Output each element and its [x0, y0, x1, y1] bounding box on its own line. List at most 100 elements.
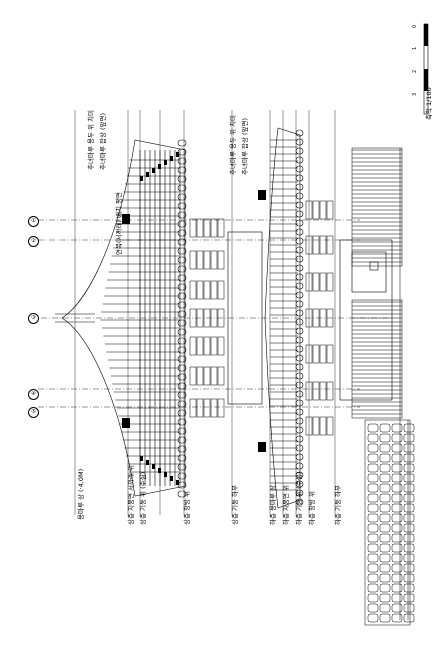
upper-bracket-1: [196, 250, 204, 270]
upper-japsang-right: [152, 464, 155, 469]
stone-block: [403, 583, 415, 593]
upper-eave-rafter: [177, 373, 187, 381]
upper-japsang-left: [146, 172, 149, 177]
upper-eave-rafter: [177, 202, 187, 210]
lower-bracket-1: [312, 235, 320, 255]
stone-block: [403, 563, 415, 573]
ridge-ornaments: [122, 152, 266, 485]
upper-bracket-5: [217, 366, 225, 386]
lower-eave-rafter: [295, 399, 304, 407]
stone-block: [391, 563, 403, 573]
column-grid-lines: [30, 219, 390, 408]
upper-bracket-2: [210, 280, 218, 300]
upper-bracket-5: [189, 366, 197, 386]
lower-eave-rafter: [295, 300, 304, 308]
lower-eave-rafter: [295, 174, 304, 182]
lower-eave-rafter: [295, 408, 304, 416]
grid-bubble-3: ③: [28, 313, 39, 324]
upper-japsang-right: [170, 476, 173, 481]
stone-block: [391, 533, 403, 543]
upper-eave-rafter: [177, 265, 187, 273]
lower-eave-rafter: [295, 156, 304, 164]
upper-japsang-right: [146, 460, 149, 465]
lower-eave-rafter: [295, 192, 304, 200]
stone-wall: [364, 419, 411, 626]
stone-block: [367, 543, 379, 553]
upper-bracket-4: [210, 336, 218, 356]
upper-eave-rafter: [177, 229, 187, 237]
lower-eave-rafter: [295, 489, 304, 497]
upper-eave-rafter: [177, 193, 187, 201]
upper-eave-rafter: [177, 490, 187, 498]
stone-block: [391, 503, 403, 513]
upper-eave-rafter: [177, 175, 187, 183]
lower-eave-rafter: [295, 282, 304, 290]
stone-block: [379, 453, 391, 463]
stone-block: [367, 453, 379, 463]
stone-block: [391, 483, 403, 493]
annotation-rafter-plan: 연목(서까래) 배치 평면: [115, 191, 123, 255]
upper-eave-rafter: [177, 454, 187, 462]
lower-eave-rafter: [295, 327, 304, 335]
upper-bracket-4: [217, 336, 225, 356]
lower-bracket-0: [319, 200, 327, 220]
stone-block: [403, 473, 415, 483]
scale-mark-2: 2: [412, 69, 418, 73]
lower-eave-rafter: [295, 336, 304, 344]
stone-base: [351, 147, 415, 626]
lower-bracket-6: [305, 416, 313, 436]
stone-block: [367, 553, 379, 563]
stone-block: [403, 533, 415, 543]
stone-block: [403, 443, 415, 453]
stone-block: [379, 533, 391, 543]
lower-bracket-4: [305, 344, 313, 364]
lower-eave-rafter: [295, 480, 304, 488]
scale-bar: [418, 20, 434, 120]
upper-eave-rafter: [177, 445, 187, 453]
stone-block: [403, 513, 415, 523]
lower-bracket-1: [319, 235, 327, 255]
upper-eave-rafter: [177, 337, 187, 345]
stone-block: [367, 513, 379, 523]
ridge-ornament-0: [122, 214, 130, 224]
stone-block: [379, 423, 391, 433]
lower-bracket-0: [326, 200, 334, 220]
upper-bracket-6: [217, 398, 225, 418]
upper-bracket-1: [217, 250, 225, 270]
upper-eave-rafter: [177, 418, 187, 426]
stone-block: [391, 453, 403, 463]
upper-bracket-6: [203, 398, 211, 418]
upper-bracket-2: [217, 280, 225, 300]
upper-bracket-5: [203, 366, 211, 386]
lower-eave-rafter: [295, 498, 304, 506]
upper-japsang-right: [164, 472, 167, 477]
stone-block: [379, 603, 391, 613]
lower-eave-rafter: [295, 264, 304, 272]
lower-bracket-1: [305, 235, 313, 255]
upper-eave-rafter: [177, 346, 187, 354]
stone-block: [367, 583, 379, 593]
upper-roof: [55, 139, 187, 498]
upper-bracket-1: [189, 250, 197, 270]
stone-block: [391, 573, 403, 583]
upper-eave-rafter: [177, 274, 187, 282]
lower-bracket-5: [305, 381, 313, 401]
upper-bracket-0: [196, 218, 204, 238]
stone-block: [391, 493, 403, 503]
upper-eave-rafter: [177, 319, 187, 327]
stone-block: [379, 613, 391, 623]
lower-bracket-0: [312, 200, 320, 220]
lower-bracket-5: [319, 381, 327, 401]
lower-bracket-5: [326, 381, 334, 401]
lower-bracket-6: [319, 416, 327, 436]
lower-eave-rafter: [295, 291, 304, 299]
lower-eave-rafter: [295, 228, 304, 236]
stone-block: [367, 613, 379, 623]
stone-block: [367, 443, 379, 453]
lower-eave-rafter: [295, 237, 304, 245]
stone-block: [379, 523, 391, 533]
upper-eave-rafter: [177, 310, 187, 318]
lower-eave-rafter: [295, 255, 304, 263]
stone-block: [379, 583, 391, 593]
